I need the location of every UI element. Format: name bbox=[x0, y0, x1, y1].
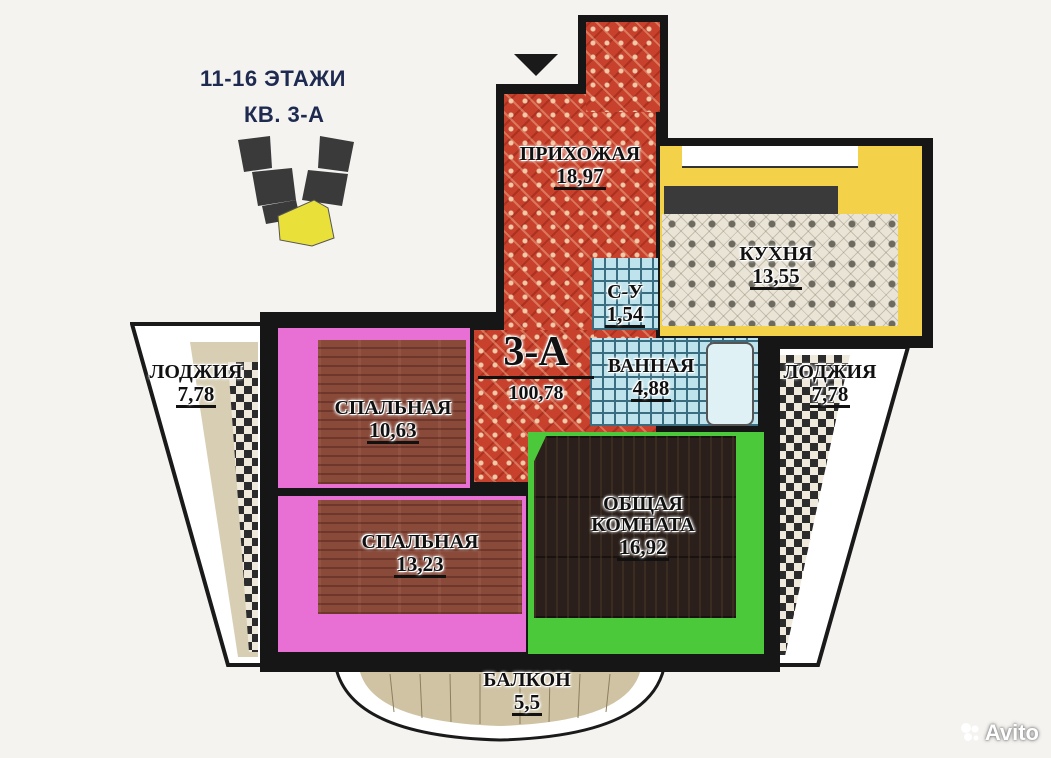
apartment-heading: КВ. 3-А bbox=[244, 102, 325, 127]
key-plan-block-1 bbox=[238, 136, 272, 172]
apartment-plan-label: 3-А 100,78 bbox=[478, 330, 594, 404]
entrance-arrow-icon bbox=[514, 54, 558, 76]
loggia-right bbox=[770, 345, 910, 667]
key-plan-block-5 bbox=[302, 170, 348, 206]
kitchen-counter bbox=[664, 186, 838, 214]
label-kitchen-area: 13,55 bbox=[750, 265, 802, 291]
floors-heading: 11-16 ЭТАЖИ bbox=[200, 66, 346, 91]
key-plan-block-4 bbox=[318, 136, 354, 172]
label-bedroom1: СПАЛЬНАЯ 10,63 bbox=[318, 397, 468, 445]
room-hall-stair bbox=[586, 22, 660, 112]
bathtub bbox=[706, 342, 754, 426]
label-bathroom-name: ВАННАЯ bbox=[607, 355, 695, 377]
label-bedroom2-name: СПАЛЬНАЯ bbox=[361, 531, 479, 553]
key-plan-highlight bbox=[277, 199, 335, 247]
label-hall: ПРИХОЖАЯ 18,97 bbox=[502, 143, 658, 191]
label-wc-area: 1,54 bbox=[604, 303, 646, 329]
room-kitchen bbox=[662, 214, 898, 326]
label-living: ОБЩАЯ КОМНАТА 16,92 bbox=[568, 493, 718, 562]
room-bedroom1 bbox=[318, 340, 466, 484]
label-bedroom1-name: СПАЛЬНАЯ bbox=[334, 397, 452, 419]
label-loggia-right: ЛОДЖИЯ 7,78 bbox=[770, 361, 890, 409]
key-plan-block-2 bbox=[252, 168, 296, 206]
label-balcony-name: БАЛКОН bbox=[483, 669, 571, 691]
label-balcony-area: 5,5 bbox=[511, 691, 543, 717]
label-balcony: БАЛКОН 5,5 bbox=[452, 669, 602, 717]
label-bedroom1-area: 10,63 bbox=[367, 419, 419, 445]
avito-watermark: Avito bbox=[959, 720, 1039, 746]
room-wc bbox=[592, 258, 658, 330]
label-loggia-left: ЛОДЖИЯ 7,78 bbox=[132, 361, 260, 409]
label-loggia-left-name: ЛОДЖИЯ bbox=[149, 361, 243, 383]
label-loggia-left-area: 7,78 bbox=[175, 383, 217, 409]
label-wc-name: С-У bbox=[607, 281, 643, 303]
apartment-code: 3-А bbox=[478, 330, 594, 380]
label-living-area: 16,92 bbox=[617, 536, 669, 562]
label-hall-area: 18,97 bbox=[554, 165, 606, 191]
label-bedroom2-area: 13,23 bbox=[394, 553, 446, 579]
label-hall-name: ПРИХОЖАЯ bbox=[519, 143, 641, 165]
watermark-text: Avito bbox=[984, 720, 1039, 745]
label-loggia-right-name: ЛОДЖИЯ bbox=[783, 361, 877, 383]
label-kitchen: КУХНЯ 13,55 bbox=[712, 243, 840, 291]
label-bathroom: ВАННАЯ 4,88 bbox=[596, 355, 706, 403]
key-plan bbox=[238, 136, 354, 247]
label-living-name: ОБЩАЯ КОМНАТА bbox=[591, 493, 695, 536]
kitchen-window bbox=[682, 146, 858, 168]
label-wc: С-У 1,54 bbox=[592, 281, 658, 329]
label-kitchen-name: КУХНЯ bbox=[739, 243, 813, 265]
room-bedroom2 bbox=[318, 500, 522, 614]
avito-logo-icon bbox=[959, 721, 981, 743]
label-loggia-right-area: 7,78 bbox=[809, 383, 851, 409]
balcony bbox=[334, 666, 666, 742]
label-bathroom-area: 4,88 bbox=[630, 377, 672, 403]
room-living bbox=[534, 436, 736, 618]
label-bedroom2: СПАЛЬНАЯ 13,23 bbox=[340, 531, 500, 579]
loggia-left bbox=[130, 322, 265, 667]
apartment-total-area: 100,78 bbox=[508, 382, 564, 405]
